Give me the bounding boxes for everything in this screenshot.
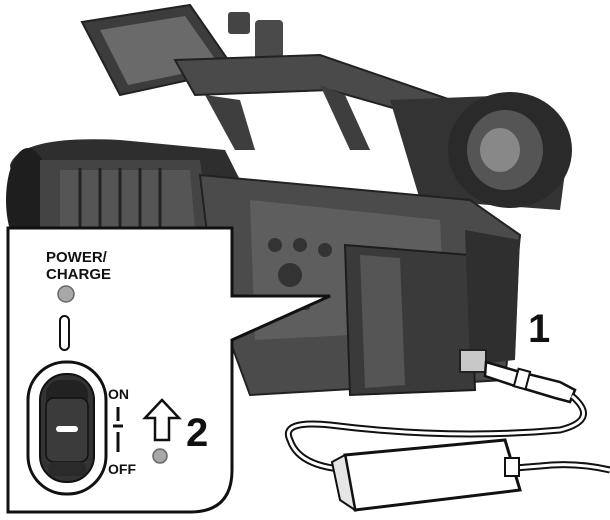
power-charge-led-icon bbox=[57, 285, 75, 303]
step-1-label: 1 bbox=[528, 307, 550, 351]
switch-position-marks bbox=[113, 407, 123, 452]
off-label: OFF bbox=[108, 461, 136, 477]
up-arrow-icon bbox=[142, 398, 182, 442]
ac-adapter-illustration bbox=[284, 360, 610, 513]
power-switch[interactable] bbox=[26, 360, 108, 496]
power-switch-inset: POWER/ CHARGE ON OFF 2 bbox=[6, 226, 331, 514]
on-label: ON bbox=[108, 386, 129, 402]
power-charge-label-line2: CHARGE bbox=[46, 266, 111, 283]
step-2-label: 2 bbox=[186, 411, 208, 455]
slot-indicator bbox=[59, 315, 70, 351]
power-charge-label-line1: POWER/ bbox=[46, 249, 108, 266]
charge-lamp-icon bbox=[152, 448, 168, 464]
